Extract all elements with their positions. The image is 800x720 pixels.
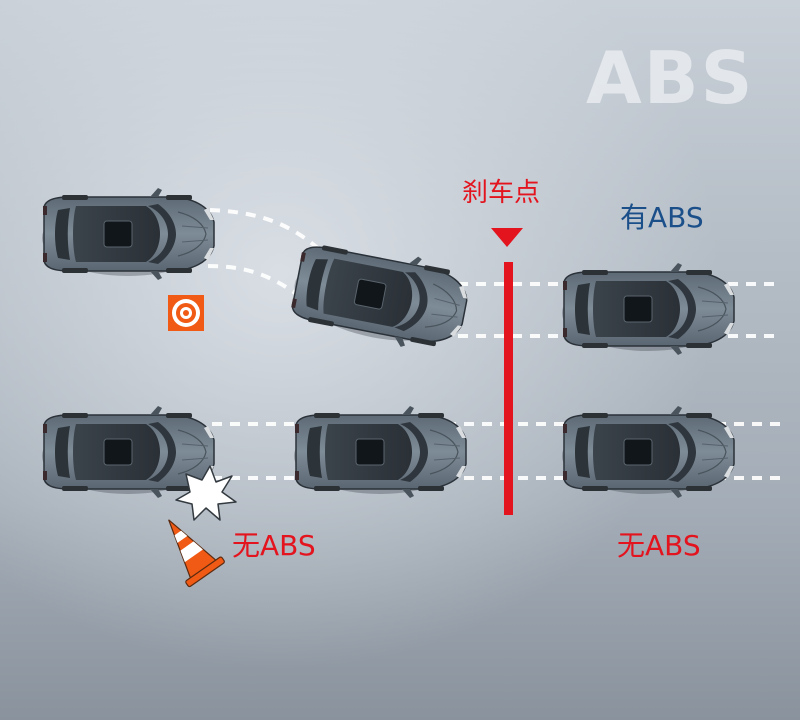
brake-marker-triangle-icon bbox=[491, 228, 523, 247]
with-abs-label: 有ABS bbox=[620, 201, 704, 234]
brake-point-label: 刹车点 bbox=[462, 178, 541, 208]
car-with-abs-end bbox=[561, 262, 735, 356]
car-no-abs-end bbox=[561, 405, 735, 499]
car-with-abs-start bbox=[41, 187, 215, 281]
traffic-cone-icon bbox=[168, 519, 225, 588]
abs-watermark: ABS bbox=[586, 36, 755, 120]
brake-point-line bbox=[504, 262, 513, 515]
impact-burst-icon bbox=[175, 465, 237, 521]
no-abs-label-right: 无ABS bbox=[617, 529, 701, 562]
lane-markings-top bbox=[207, 208, 780, 338]
no-abs-label-left: 无ABS bbox=[232, 529, 316, 562]
car-no-abs-middle bbox=[293, 405, 467, 499]
target-sign-icon bbox=[168, 295, 204, 331]
